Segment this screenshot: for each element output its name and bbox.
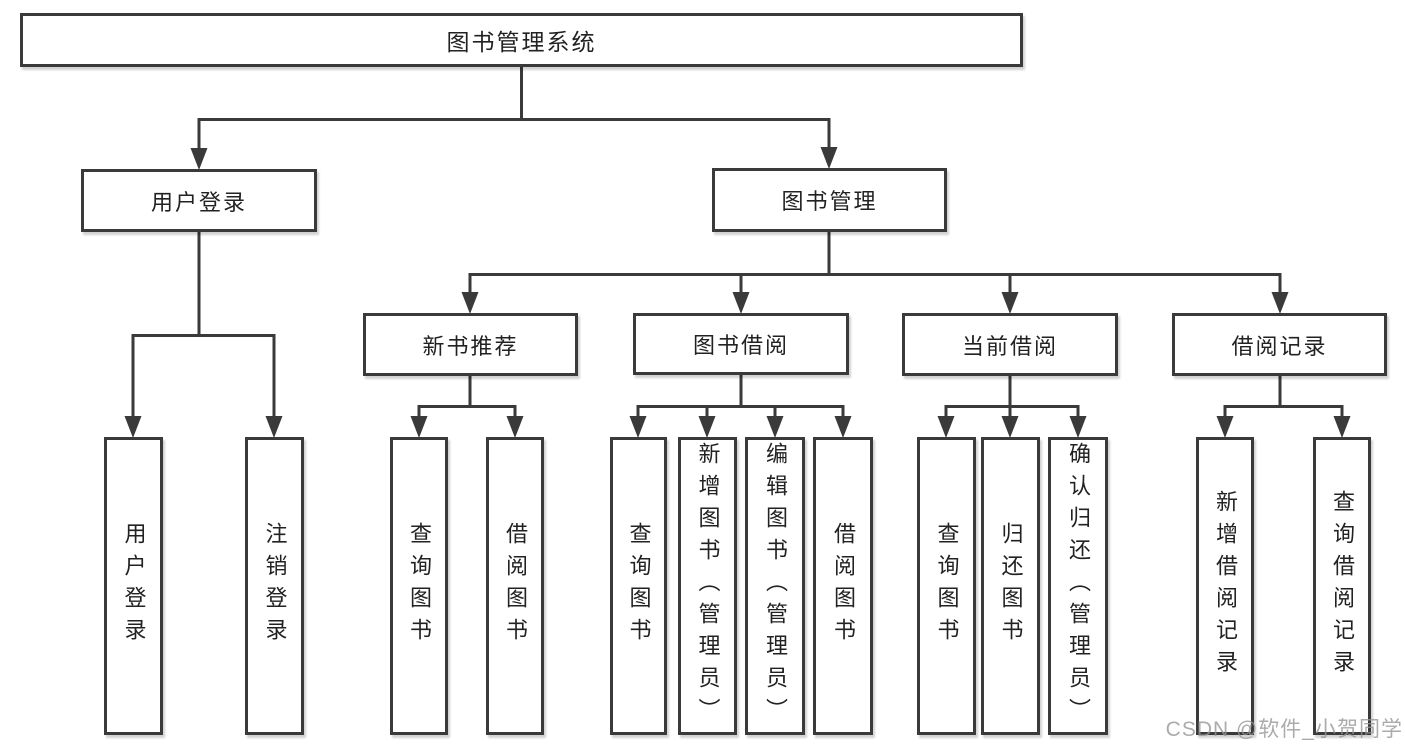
node-label: 查询图书 <box>934 522 960 650</box>
node-new-book-recommendation: 新书推荐 <box>363 313 578 376</box>
node-label: 借阅记录 <box>1231 333 1328 359</box>
node-label: 用户登录 <box>150 189 247 215</box>
node-library-management-system: 图书管理系统 <box>20 13 1023 67</box>
node-current-borrowing: 当前借阅 <box>902 313 1118 376</box>
node-label: 新增借阅记录 <box>1213 490 1238 682</box>
node-book-management-module: 图书管理 <box>712 168 947 232</box>
node-label: 查询借阅记录 <box>1330 490 1355 682</box>
leaf-borrow-books: 借阅图书 <box>813 437 873 735</box>
arrowhead-icons <box>124 147 1351 438</box>
leaf-user-login: 用户登录 <box>104 437 163 735</box>
node-label: 当前借阅 <box>961 333 1058 359</box>
node-label: 归还图书 <box>998 522 1024 650</box>
leaf-query-borrow-record: 查询借阅记录 <box>1313 437 1371 735</box>
node-user-login-module: 用户登录 <box>81 169 317 232</box>
node-label: 查询图书 <box>407 522 432 650</box>
leaf-query-books-borrowing: 查询图书 <box>610 437 667 735</box>
node-label: 新书推荐 <box>422 333 519 359</box>
node-label: 新增图书（管理员） <box>695 442 721 730</box>
node-label: 图书管理 <box>781 189 878 214</box>
node-label: 确认归还（管理员） <box>1066 442 1091 730</box>
node-label: 借阅图书 <box>831 522 856 650</box>
leaf-add-book-admin: 新增图书（管理员） <box>678 437 737 735</box>
node-label: 注销登录 <box>262 522 288 650</box>
leaf-return-book: 归还图书 <box>981 437 1040 735</box>
node-label: 编辑图书（管理员） <box>763 442 788 730</box>
leaf-query-books-current: 查询图书 <box>917 437 976 735</box>
node-label: 用户登录 <box>121 522 147 650</box>
leaf-query-books-recommend: 查询图书 <box>390 437 448 735</box>
leaf-add-borrow-record: 新增借阅记录 <box>1196 437 1254 735</box>
node-borrowing-records: 借阅记录 <box>1172 313 1387 376</box>
node-label: 图书借阅 <box>692 333 789 358</box>
node-label: 借阅图书 <box>503 522 528 650</box>
node-book-borrowing: 图书借阅 <box>633 313 849 375</box>
node-label: 查询图书 <box>626 522 652 650</box>
csdn-watermark: CSDN @软件_小贺同学 <box>1165 718 1403 741</box>
leaf-logout: 注销登录 <box>245 437 304 735</box>
leaf-edit-book-admin: 编辑图书（管理员） <box>745 437 805 735</box>
leaf-confirm-return-admin: 确认归还（管理员） <box>1048 437 1108 735</box>
node-label: 图书管理系统 <box>446 29 597 55</box>
leaf-borrow-books-recommend: 借阅图书 <box>486 437 544 735</box>
